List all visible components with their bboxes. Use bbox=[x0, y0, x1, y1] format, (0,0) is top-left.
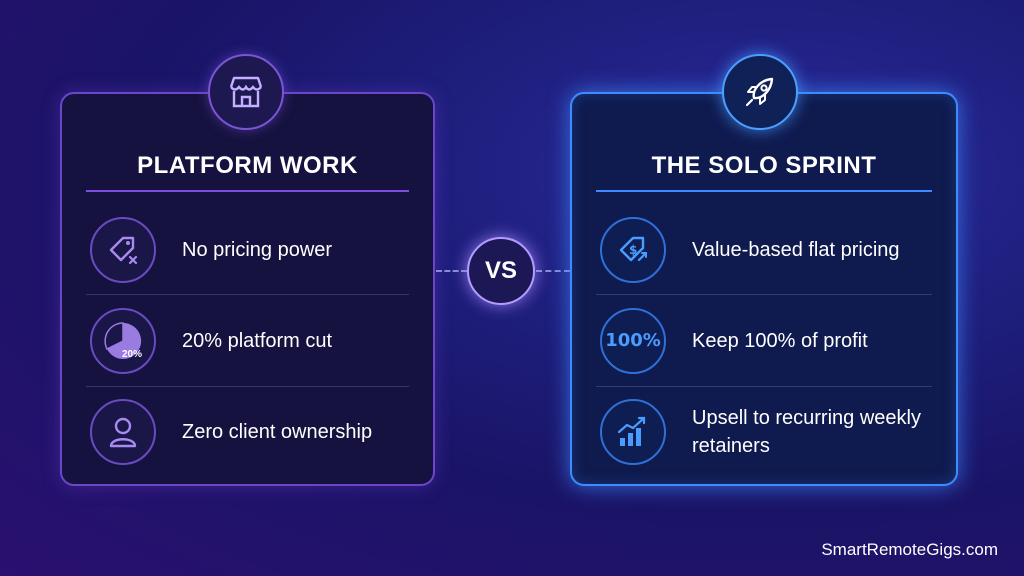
list-item: Upsell to recurring weekly retainers bbox=[596, 386, 932, 477]
card-title: THE SOLO SPRINT bbox=[651, 152, 877, 179]
growth-chart-icon bbox=[600, 398, 666, 465]
item-label: Zero client ownership bbox=[182, 420, 373, 443]
percent-badge-label: 100% bbox=[605, 330, 661, 351]
list-item: 20% 20% platform cut bbox=[86, 295, 409, 386]
rocket-icon bbox=[722, 54, 798, 130]
title-divider bbox=[86, 190, 409, 192]
svg-text:$: $ bbox=[629, 243, 637, 257]
row-divider bbox=[86, 386, 409, 387]
list-item: $ Value-based flat pricing bbox=[596, 204, 932, 295]
user-icon bbox=[90, 398, 156, 465]
vs-connector-right bbox=[536, 270, 570, 272]
solo-sprint-card: THE SOLO SPRINT $ Value-based flat prici… bbox=[570, 92, 958, 486]
item-label: No pricing power bbox=[182, 238, 333, 261]
list-item: 100% Keep 100% of profit bbox=[596, 295, 932, 386]
row-divider bbox=[596, 294, 932, 295]
pie-chart-icon: 20% bbox=[90, 307, 156, 374]
vs-connector-left bbox=[436, 270, 467, 272]
platform-work-card: PLATFORM WORK No pricing power 20% 20% p… bbox=[60, 92, 435, 486]
dollar-tag-icon: $ bbox=[600, 216, 666, 283]
item-label: Keep 100% of profit bbox=[692, 329, 868, 352]
list-item: No pricing power bbox=[86, 204, 409, 295]
price-tag-x-icon bbox=[90, 216, 156, 283]
storefront-icon bbox=[208, 54, 284, 130]
site-watermark: SmartRemoteGigs.com bbox=[821, 540, 998, 559]
card-title: PLATFORM WORK bbox=[137, 152, 358, 179]
row-divider bbox=[596, 386, 932, 387]
row-divider bbox=[86, 294, 409, 295]
percent-badge-icon: 100% bbox=[600, 307, 666, 374]
item-label: Upsell to recurring weekly retainers bbox=[692, 406, 921, 457]
pie-chart-label: 20% bbox=[121, 348, 142, 360]
title-divider bbox=[596, 190, 932, 192]
vs-badge: VS bbox=[467, 237, 535, 305]
list-item: Zero client ownership bbox=[86, 386, 409, 477]
item-label: 20% platform cut bbox=[182, 329, 333, 352]
item-label: Value-based flat pricing bbox=[692, 238, 900, 261]
